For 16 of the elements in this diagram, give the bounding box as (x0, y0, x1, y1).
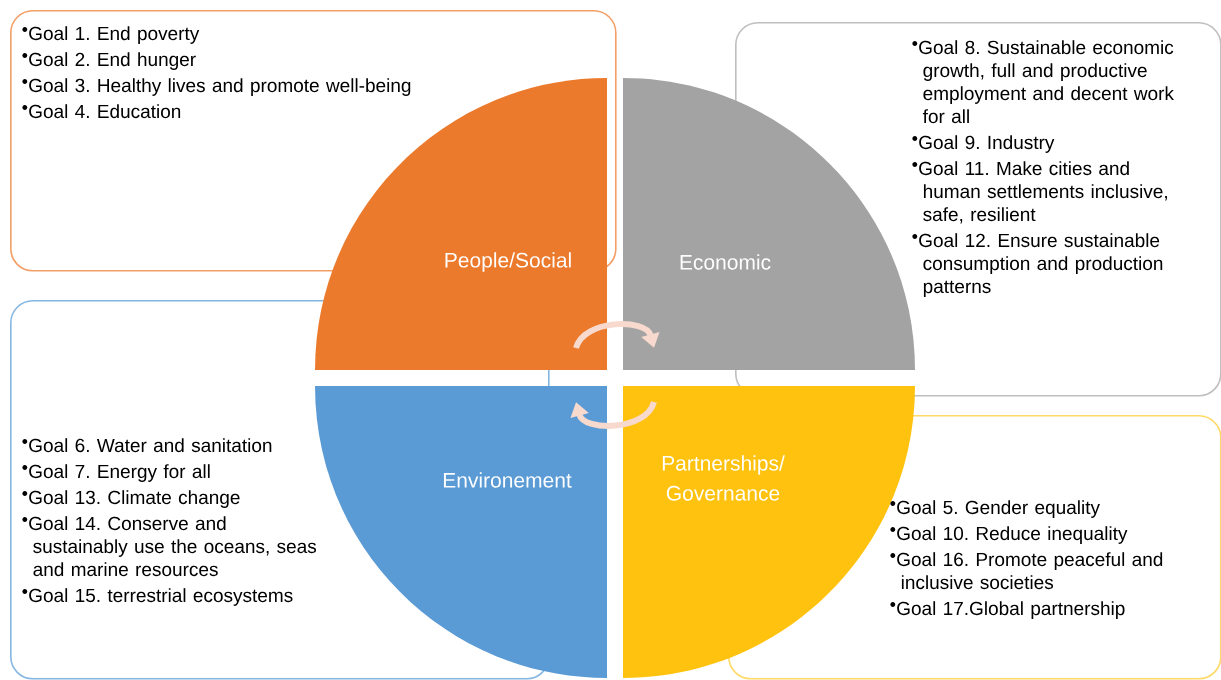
bullet-item: Goal 8. Sustainable economic growth, full and productive employment and decent work for all (919, 40, 1174, 124)
quadrant: Economic (623, 78, 915, 370)
bullet-item: Goal 15. terrestrial ecosystems (29, 588, 293, 606)
cycle-arrow (573, 321, 660, 350)
bullet-item: Goal 2. End hunger (29, 52, 196, 70)
bullet-item: Goal 14. Conserve and sustainably use the oceans, seas and marine resources (29, 516, 317, 577)
bullet-item: Goal 9. Industry (919, 135, 1055, 153)
bullet-item: Goal 7. Energy for all (29, 464, 210, 482)
bullet-item: Goal 13. Climate change (29, 490, 240, 508)
bullet-item: Goal 12. Ensure sustainable consumption and production patterns (919, 233, 1163, 297)
bullet-item: Goal 4. Education (29, 104, 181, 119)
cycle-arrow (570, 400, 657, 429)
bullet-item: Goal 6. Water and sanitation (29, 438, 272, 453)
quadrant: Environement (315, 386, 607, 678)
bullet-item: Goal 11. Make cities and human settlements inclusive, safe, resilient (919, 161, 1167, 224)
bullet-item: Goal 1. End poverty (29, 26, 200, 44)
